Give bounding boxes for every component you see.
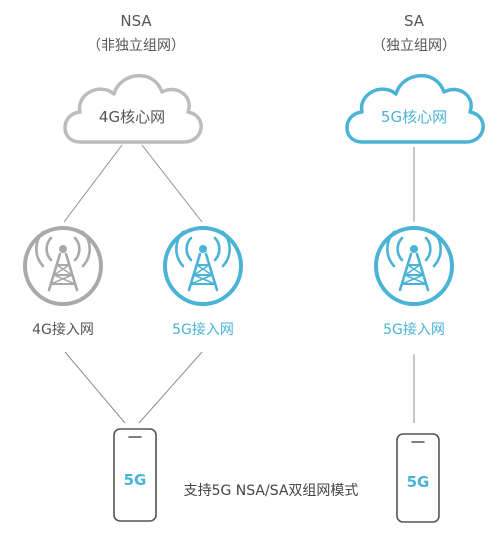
connector-lines bbox=[63, 144, 415, 424]
4g-base-station bbox=[23, 226, 103, 306]
4g-core-label: 4G核心网 bbox=[99, 108, 165, 126]
nsa-5g-station-label: 5G接入网 bbox=[172, 321, 234, 338]
nsa-subtitle: （非独立组网） bbox=[87, 38, 185, 54]
line-5gstation-to-phone bbox=[138, 351, 203, 424]
line-4gstation-to-phone bbox=[64, 351, 126, 424]
nsa-5g-base-station bbox=[163, 226, 243, 306]
nsa-phone-label: 5G bbox=[124, 471, 147, 489]
5g-core-label: 5G核心网 bbox=[381, 108, 447, 126]
sa-subtitle: （独立组网） bbox=[372, 38, 456, 54]
sa-5g-station-label: 5G接入网 bbox=[383, 321, 445, 338]
5g-core-cloud: 5G核心网 bbox=[345, 73, 485, 144]
sa-phone-label: 5G bbox=[407, 473, 430, 491]
line-4gcore-to-5gstation bbox=[141, 144, 203, 223]
nsa-phone: 5G bbox=[113, 428, 157, 522]
nsa-title: NSA bbox=[120, 12, 152, 30]
sa-5g-base-station bbox=[374, 226, 454, 306]
smartphone-icon bbox=[396, 433, 440, 523]
4g-station-label: 4G接入网 bbox=[32, 321, 94, 338]
mode-caption: 支持5G NSA/SA双组网模式 bbox=[184, 483, 359, 499]
smartphone-icon bbox=[113, 428, 157, 522]
line-4gcore-to-4gstation bbox=[63, 144, 123, 223]
4g-core-cloud: 4G核心网 bbox=[63, 73, 203, 144]
sa-phone: 5G bbox=[396, 433, 440, 523]
sa-title: SA bbox=[404, 12, 425, 30]
